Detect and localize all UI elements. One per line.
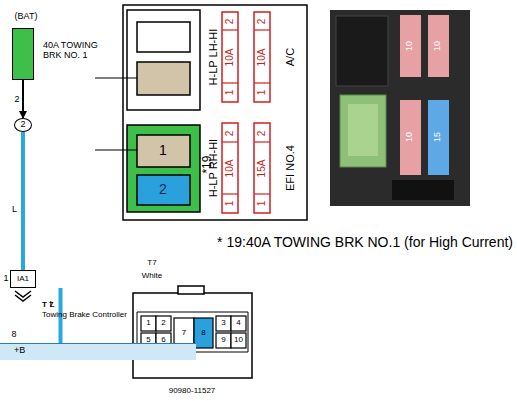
- node-text: Towing Brake Controller: [42, 311, 127, 320]
- component-band: T 7Towing Brake Controller+B: [0, 343, 196, 360]
- node-text: 2: [20, 120, 25, 130]
- wire: [21, 132, 25, 270]
- node-text: IA1: [17, 275, 29, 284]
- label: 10: [234, 336, 243, 345]
- wire-color-label: L: [49, 300, 54, 310]
- label: 1: [257, 89, 268, 95]
- label: 10: [433, 41, 443, 51]
- label: 1: [3, 274, 8, 284]
- label: 3: [221, 319, 225, 328]
- label: 6: [161, 336, 165, 345]
- label: 8: [11, 330, 16, 340]
- connector-box: IA1: [10, 270, 36, 288]
- label: 2: [225, 130, 236, 136]
- wire-color-label: L: [12, 205, 17, 215]
- label: 1: [257, 200, 268, 206]
- label: 8: [201, 329, 205, 338]
- label: 4: [236, 319, 240, 328]
- label: 9: [221, 336, 225, 345]
- label: 2: [14, 95, 19, 105]
- label: 5: [146, 336, 150, 345]
- node-text: +B: [14, 346, 25, 356]
- label: 2: [257, 130, 268, 136]
- junction-circle: 2: [14, 118, 32, 132]
- label: 2: [159, 182, 167, 197]
- wire: [22, 80, 24, 118]
- label: H-LP LH-HI: [207, 29, 219, 86]
- label: EFI NO.4: [284, 145, 296, 191]
- label: White: [142, 272, 162, 281]
- label: 15: [433, 132, 443, 142]
- fuse-symbol: 40A TOWING BRK NO. 1: [12, 28, 34, 80]
- label: 1: [146, 319, 150, 328]
- label: T7: [147, 259, 156, 268]
- label: 10A: [224, 159, 235, 177]
- label: 10: [405, 132, 415, 142]
- label: 10: [405, 41, 415, 51]
- label: 10A: [224, 48, 235, 66]
- label: 15A: [256, 159, 267, 177]
- label: H-LP RH-HI: [207, 139, 219, 197]
- label: 10A: [256, 48, 267, 66]
- node-text: 40A TOWING BRK NO. 1: [43, 41, 105, 61]
- caption: * 19:40A TOWING BRK NO.1 (for High Curre…: [217, 235, 513, 250]
- label: (BAT): [15, 12, 38, 22]
- label: 1: [225, 200, 236, 206]
- label: 1: [225, 89, 236, 95]
- label: 2: [225, 18, 236, 24]
- label: 90980-11527: [169, 387, 216, 396]
- label: 2: [257, 18, 268, 24]
- label: A/C: [284, 48, 296, 66]
- label: 7: [182, 329, 186, 338]
- label: 2: [161, 319, 165, 328]
- label: 1: [159, 143, 167, 158]
